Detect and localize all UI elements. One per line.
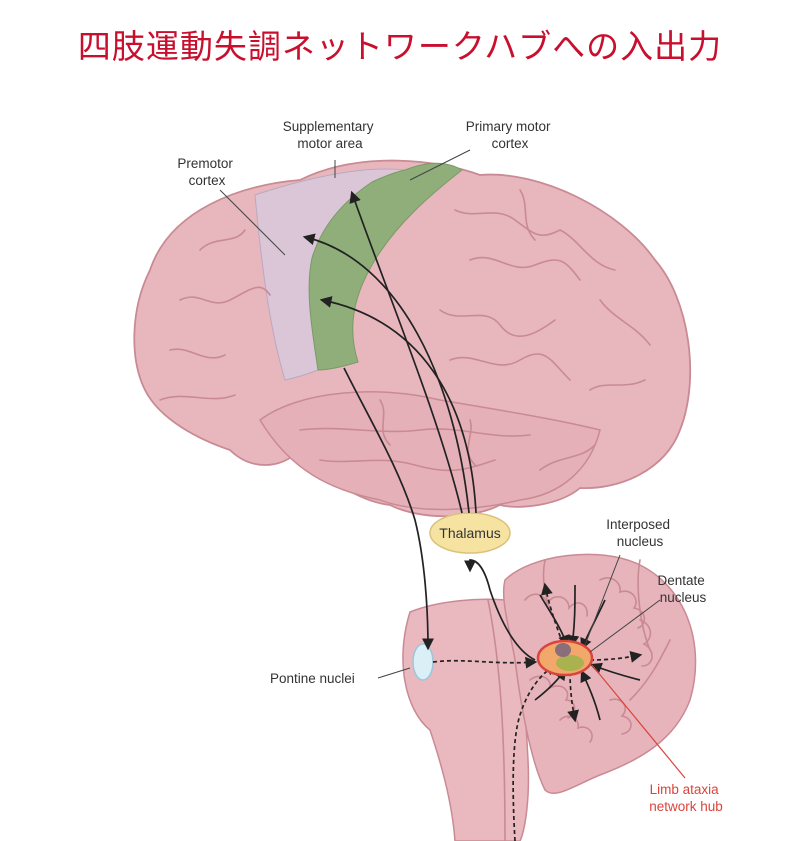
sma-label-line2: motor area bbox=[297, 136, 363, 151]
pathways bbox=[302, 190, 643, 841]
premotor-label-line2: cortex bbox=[189, 173, 226, 188]
primary-motor-label-line1: Primary motor bbox=[466, 119, 551, 134]
svg-text:Dentate nucleus: Dentate nucleus bbox=[657, 573, 708, 605]
interposed-label-line2: nucleus bbox=[617, 534, 664, 549]
hub-label-line1: Limb ataxia bbox=[650, 782, 720, 797]
primary-motor-label-line2: cortex bbox=[492, 136, 529, 151]
dentate-label-line2: nucleus bbox=[660, 590, 707, 605]
thalamus bbox=[429, 512, 511, 554]
page-title: 四肢運動失調ネットワークハブへの入出力 bbox=[77, 27, 723, 66]
pontine-nuclei-label: Pontine nuclei bbox=[270, 671, 355, 686]
thalamus-label: Thalamus bbox=[439, 525, 500, 541]
svg-text:Interposed nucleus: Interposed nucleus bbox=[606, 517, 674, 549]
premotor-label-line1: Premotor bbox=[177, 156, 233, 171]
sma-label-line1: Supplementary bbox=[283, 119, 374, 134]
cerebrum bbox=[133, 159, 692, 518]
hub-label-line2: network hub bbox=[649, 799, 723, 814]
svg-text:Premotor cortex: Premotor cortex bbox=[177, 156, 236, 188]
pontine-nuclei-shape bbox=[412, 643, 434, 681]
interposed-label-line1: Interposed bbox=[606, 517, 670, 532]
limb-ataxia-hub bbox=[536, 639, 594, 677]
svg-text:Supplementary motor area: Supplementary motor area bbox=[283, 119, 378, 151]
dentate-label-line1: Dentate bbox=[657, 573, 704, 588]
svg-text:Primary motor cortex: Primary motor cortex bbox=[466, 119, 555, 151]
svg-text:Limb ataxia network hub: Limb ataxia network hub bbox=[649, 782, 723, 814]
